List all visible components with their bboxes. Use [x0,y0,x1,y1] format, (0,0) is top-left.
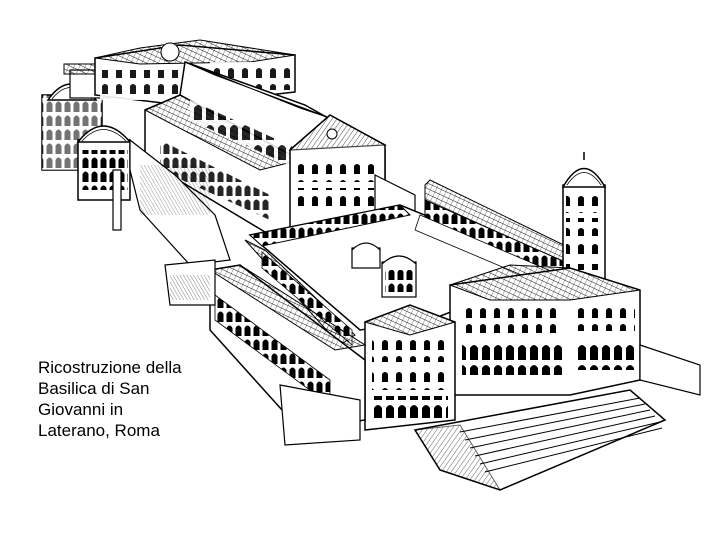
caption: Ricostruzione della Basilica di San Giov… [38,357,208,441]
grand-staircase [413,389,667,491]
caption-line-3: Giovanni in [38,400,124,419]
palace-block [448,264,701,396]
caption-line-4: Laterano, Roma [38,421,160,440]
basilica-facade [288,114,416,231]
front-gatehouse [363,304,457,431]
caption-line-1: Ricostruzione della [38,358,182,377]
rear-domes [41,63,132,231]
caption-line-2: Basilica di San [38,379,150,398]
left-front-wing [164,259,367,446]
